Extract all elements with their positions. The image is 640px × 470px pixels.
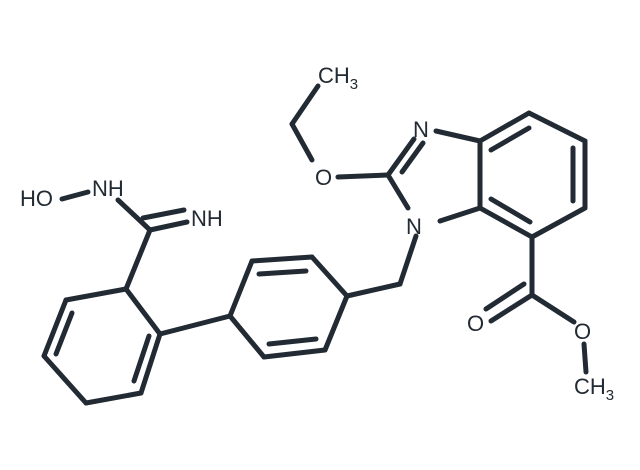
bond	[335, 172, 391, 180]
bond	[115, 197, 153, 233]
n-ring-top-label: N	[413, 117, 429, 142]
bond	[344, 281, 403, 299]
ch3-label: CH3	[318, 63, 358, 93]
bond	[157, 313, 233, 337]
atom-labels: CH3 O N N HO NH NH O O CH3	[20, 63, 614, 404]
bond	[289, 121, 315, 163]
bond	[581, 341, 589, 375]
bond	[483, 281, 527, 312]
bond	[526, 110, 588, 144]
bond	[385, 136, 417, 178]
bond	[256, 268, 309, 277]
bond	[433, 128, 483, 144]
bond	[123, 286, 163, 337]
bond	[41, 353, 89, 406]
bond	[131, 333, 152, 384]
bond	[529, 205, 588, 240]
ch3-bottom-text: CH	[574, 374, 606, 399]
bond	[59, 189, 91, 202]
bond	[266, 336, 319, 347]
bond	[140, 207, 187, 221]
ch3-bottom-label: CH3	[574, 374, 614, 404]
nh-amide-label: NH	[92, 176, 124, 201]
bond	[138, 331, 163, 396]
o-carbonyl-label: O	[467, 311, 484, 336]
o-ester-label: O	[574, 319, 591, 344]
bond	[249, 254, 315, 264]
bond	[261, 347, 328, 360]
n-ring-bottom-label: N	[406, 214, 422, 239]
bond	[83, 390, 144, 406]
ch3-text: CH	[318, 63, 350, 88]
bond	[488, 292, 535, 324]
hydroxy-label: HO	[20, 186, 53, 211]
subscript: 3	[606, 387, 614, 404]
bond	[477, 205, 535, 240]
bond	[227, 258, 255, 319]
bond	[309, 254, 350, 299]
subscript: 3	[350, 76, 358, 93]
bond	[397, 233, 419, 287]
o-ethoxy-label: O	[315, 165, 332, 190]
bond	[385, 172, 411, 211]
bond	[41, 297, 69, 359]
bond	[63, 286, 129, 303]
bond	[529, 292, 577, 325]
bond	[322, 293, 350, 353]
bond	[289, 83, 321, 127]
bond	[123, 227, 153, 292]
bond	[53, 310, 75, 357]
nh-imine-label: NH	[191, 206, 223, 231]
bond	[227, 313, 267, 360]
bond	[477, 110, 532, 144]
bond	[437, 205, 483, 224]
bond	[399, 140, 426, 175]
bond	[147, 219, 190, 233]
bonds	[41, 83, 589, 406]
bond	[488, 125, 532, 153]
bond	[488, 196, 533, 225]
